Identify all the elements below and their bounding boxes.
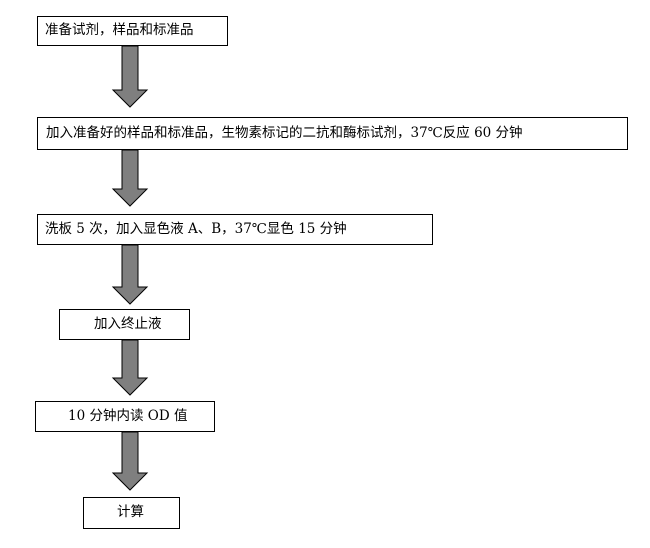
down-arrow-4	[111, 339, 149, 396]
step-add-stop-solution: 加入终止液	[59, 309, 190, 340]
step-label: 计算	[117, 504, 144, 521]
down-arrow-5	[111, 431, 149, 491]
step-label: 加入终止液	[94, 315, 162, 332]
step-calculate: 计算	[83, 497, 180, 529]
down-arrow-2	[111, 149, 149, 207]
down-arrow-3	[111, 244, 149, 305]
step-wash-and-color: 洗板 5 次，加入显色液 A、B，37℃显色 15 分钟	[37, 214, 433, 245]
down-arrow-1	[111, 45, 149, 108]
step-label: 洗板 5 次，加入显色液 A、B，37℃显色 15 分钟	[45, 220, 347, 237]
step-label: 准备试剂，样品和标准品	[45, 22, 194, 39]
step-label: 10 分钟内读 OD 值	[68, 407, 188, 424]
step-label: 加入准备好的样品和标准品，生物素标记的二抗和酶标试剂，37℃反应 60 分钟	[46, 124, 523, 141]
step-prepare-reagents: 准备试剂，样品和标准品	[37, 16, 228, 46]
step-add-samples-incubate: 加入准备好的样品和标准品，生物素标记的二抗和酶标试剂，37℃反应 60 分钟	[37, 117, 628, 150]
step-read-od: 10 分钟内读 OD 值	[35, 401, 215, 432]
